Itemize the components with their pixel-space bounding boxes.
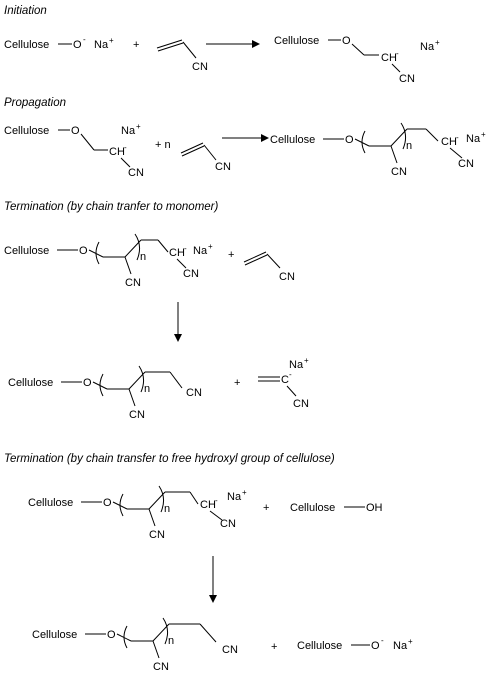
svg-text:O: O: [71, 125, 80, 137]
propagation-reactant: Cellulose O CH - CN: [4, 122, 144, 179]
svg-text:CN: CN: [128, 167, 144, 179]
svg-text:-: -: [184, 244, 187, 253]
svg-text:C: C: [281, 374, 289, 386]
svg-text:Cellulose: Cellulose: [297, 640, 342, 652]
svg-text:CN: CN: [279, 271, 295, 283]
svg-text:-: -: [83, 35, 86, 44]
svg-text:O: O: [342, 35, 351, 47]
svg-text:CH: CH: [169, 247, 185, 259]
acrylonitrile-monomer: CN: [243, 251, 295, 283]
svg-text:O: O: [371, 640, 380, 652]
svg-text:-: -: [289, 370, 292, 379]
monomer-carbanion: C - CN: [258, 356, 309, 410]
svg-text:-: -: [124, 143, 127, 152]
svg-text:OH: OH: [366, 502, 383, 514]
svg-text:Cellulose: Cellulose: [4, 39, 49, 51]
svg-text:CH: CH: [441, 136, 457, 148]
svg-text:CN: CN: [192, 61, 208, 73]
svg-text:CN: CN: [220, 518, 236, 530]
plus-sign: +: [263, 502, 269, 514]
acrylonitrile-monomer: CN: [156, 39, 208, 73]
heading-propagation: Propagation: [4, 97, 66, 109]
svg-text:O: O: [73, 39, 82, 51]
svg-text:CH: CH: [200, 499, 216, 511]
plus-sign: +: [234, 377, 240, 389]
term1-reactant-chain: CH - CN: [3, 233, 213, 290]
svg-text:CN: CN: [399, 73, 415, 85]
propagation-product: CH - CN: [269, 122, 486, 179]
heading-termination-monomer: Termination (by chain tranfer to monomer…: [4, 201, 219, 213]
svg-text:CN: CN: [293, 398, 309, 410]
svg-text:CN: CN: [458, 158, 474, 170]
initiation-product: Cellulose O CH - CN: [274, 35, 440, 85]
svg-text:CN: CN: [186, 387, 202, 399]
cellulose-alkoxide-product: Cellulose O -: [297, 636, 413, 652]
term1-product-chain: CN: [7, 365, 202, 422]
heading-initiation: Initiation: [4, 5, 47, 17]
initiation-reactant-alkoxide: Cellulose O -: [4, 35, 114, 51]
svg-text:CN: CN: [222, 644, 238, 656]
svg-text:CH: CH: [381, 52, 397, 64]
svg-text:Cellulose: Cellulose: [274, 35, 319, 47]
svg-text:Cellulose: Cellulose: [4, 125, 49, 137]
plus-sign: +: [133, 39, 139, 51]
svg-text:-: -: [456, 133, 459, 142]
plus-sign: +: [271, 641, 277, 653]
svg-text:CN: CN: [183, 268, 199, 280]
svg-text:-: -: [381, 636, 384, 645]
svg-text:CN: CN: [215, 161, 231, 173]
svg-text:-: -: [396, 49, 399, 58]
term2-product-chain: CN: [31, 617, 238, 674]
heading-termination-hydroxyl: Termination (by chain transfer to free h…: [4, 453, 335, 465]
cellulose-hydroxyl: Cellulose OH: [290, 502, 383, 514]
svg-text:Cellulose: Cellulose: [290, 502, 335, 514]
acrylonitrile-monomer: CN: [180, 142, 231, 173]
svg-text:-: -: [215, 496, 218, 505]
term2-reactant-chain: CH - CN: [27, 485, 247, 542]
plus-n-sign: + n: [155, 139, 171, 151]
plus-sign: +: [228, 249, 234, 261]
svg-text:CH: CH: [109, 146, 125, 158]
